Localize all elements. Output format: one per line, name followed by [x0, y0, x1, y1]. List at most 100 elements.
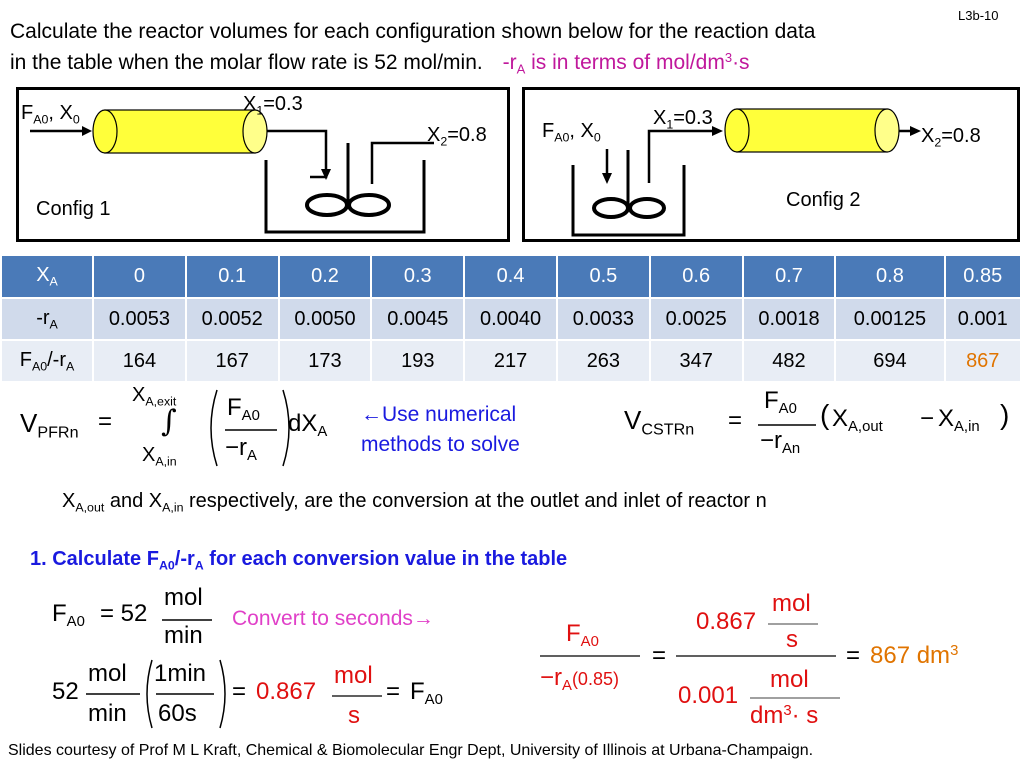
calc3-top-unit-num: mol	[772, 590, 811, 617]
conv-equals: =	[232, 678, 247, 705]
table-cell: 263	[555, 339, 651, 383]
conv-result-num: mol	[334, 662, 373, 689]
calc3-bottom-unit-num: mol	[770, 666, 809, 693]
calc3-bottom-value: 0.001	[678, 682, 739, 709]
config1-cstr-vessel	[264, 160, 426, 234]
conv-equals2: =	[386, 678, 401, 705]
table-cell: 0.8	[834, 254, 946, 299]
table-cell: 482	[741, 339, 837, 383]
numerical-methods-note-line2: methods to solve	[361, 433, 520, 456]
config1-agitator-blade-left	[305, 193, 349, 217]
config2-pfr-right-cap	[874, 108, 900, 153]
cstr-x-out: XA,out	[832, 405, 883, 436]
rate-data-table: XA 0 0.1 0.2 0.3 0.4 0.5 0.6 0.7 0.8 0.8…	[0, 254, 1022, 383]
config1-pfr-left-cap	[92, 109, 118, 154]
table-cell: 167	[184, 339, 280, 383]
table-cell: 193	[370, 339, 466, 383]
config2-feed-label: FA0, X0	[542, 120, 601, 145]
slide-number: L3b-10	[958, 8, 999, 23]
pfr-fraction-brackets	[210, 389, 290, 467]
table-cell: 0.7	[741, 254, 837, 299]
conv-result-bar	[332, 695, 382, 697]
table-cell: 0.00125	[834, 297, 946, 341]
calc3-bottom-unit-bar	[750, 697, 840, 699]
fa0-over-ra-calculation: FA0 −rA(0.85) = 0.867 mol s 0.001 mol dm…	[536, 588, 986, 738]
table-cell: 0.6	[648, 254, 744, 299]
config1-label: Config 1	[36, 198, 111, 220]
table-cell: 0.1	[184, 254, 280, 299]
config2-pfr-body	[736, 108, 888, 153]
table-cell: 0.85	[943, 254, 1022, 299]
intro-line2: in the table when the molar flow rate is…	[10, 50, 750, 77]
conversion-explanation: XA,out and XA,in respectively, are the c…	[62, 490, 767, 515]
table-cell: 694	[834, 339, 946, 383]
table-cell: 0.2	[277, 254, 373, 299]
conv-fa0: FA0	[410, 678, 443, 709]
convert-to-seconds-note: Convert to seconds→	[232, 607, 434, 630]
cstr-equals: =	[728, 407, 743, 434]
pfr-lower-limit: XA,in	[142, 444, 177, 469]
table-cell: 0.0018	[741, 297, 837, 341]
cstr-minus: −	[920, 405, 935, 432]
table-cell: 0.0052	[184, 297, 280, 341]
config2-drawing	[571, 108, 921, 237]
table-row-fa0-ra: FA0/-rA 164 167 173 193 217 263 347 482 …	[0, 339, 1022, 383]
table-cell: 0.0053	[92, 297, 187, 341]
unit-numerator: mol	[164, 584, 203, 611]
config2-agitator-blade-right	[628, 197, 666, 219]
table-row-xa: XA 0 0.1 0.2 0.3 0.4 0.5 0.6 0.7 0.8 0.8…	[0, 254, 1022, 299]
cstr-v-symbol: VCSTRn	[624, 405, 695, 439]
config2-x2-label: X2=0.8	[921, 125, 981, 150]
cstr-volume-equation: VCSTRn = FA0 −rAn ( XA,out − XA,in )	[624, 387, 1019, 467]
intro-line1: Calculate the reactor volumes for each c…	[10, 20, 816, 43]
pfr-upper-limit: XA,exit	[132, 384, 177, 409]
table-header-fa0-ra: FA0/-rA	[0, 339, 94, 383]
config2-connector-arrow	[647, 129, 718, 183]
table-cell: 0.0045	[370, 297, 466, 341]
conv-num1: mol	[88, 660, 127, 687]
footer-credit: Slides courtesy of Prof M L Kraft, Chemi…	[8, 742, 814, 759]
config2-cstr-vessel	[571, 165, 686, 237]
molar-flow-equation: FA0 = 52 mol min	[52, 582, 232, 652]
calc3-left-bar	[540, 655, 640, 657]
step1-heading: 1. Calculate FA0/-rA for each conversion…	[30, 548, 568, 573]
config2-x1-label: X1=0.3	[653, 107, 713, 132]
rate-unit-note: -rA is in terms of mol/dm3·s	[502, 50, 750, 77]
cstr-paren-close: )	[1000, 399, 1010, 430]
intro-line2-text: in the table when the molar flow rate is…	[10, 51, 483, 75]
table-cell: 164	[92, 339, 187, 383]
table-cell: 0.5	[555, 254, 651, 299]
table-cell: 173	[277, 339, 373, 383]
calc3-top-unit-den: s	[786, 626, 798, 653]
table-cell: 0.4	[463, 254, 558, 299]
config1-x1-label: X1=0.3	[243, 93, 303, 118]
table-cell: 0	[92, 254, 187, 299]
config2-agitator-blade-left	[592, 197, 630, 219]
calc3-result: 867 dm3	[870, 642, 959, 669]
calc3-denominator: −rA(0.85)	[540, 664, 619, 695]
cstr-fraction-bar	[758, 424, 816, 426]
calc3-top-unit-bar	[768, 623, 818, 625]
table-header-xa: XA	[0, 254, 94, 299]
pfr-denominator: −rA	[225, 434, 257, 465]
conv-den2: 60s	[158, 700, 197, 727]
table-cell: 347	[648, 339, 744, 383]
pfr-v-symbol: VPFRn	[20, 408, 79, 442]
table-cell: 0.3	[370, 254, 466, 299]
config2-label: Config 2	[786, 189, 861, 211]
conv-coefficient: 52	[52, 678, 79, 705]
pfr-dx: dXA	[288, 410, 328, 441]
table-row-ra: -rA 0.0053 0.0052 0.0050 0.0045 0.0040 0…	[0, 297, 1022, 341]
table-cell: 0.001	[943, 297, 1022, 341]
table-cell: 0.0033	[555, 297, 651, 341]
fa0-symbol: FA0	[52, 600, 85, 631]
table-cell: 0.0050	[277, 297, 373, 341]
conv-den1: min	[88, 700, 127, 727]
config1-outlet-arrow	[370, 141, 434, 184]
config1-drawing	[30, 109, 434, 234]
conv-result-value: 0.867	[256, 678, 317, 705]
config1-x2-label: X2=0.8	[427, 124, 487, 149]
unit-conversion-equation: 52 mol min 1min 60s = 0.867 mol s = FA0	[52, 656, 472, 732]
conv-num2: 1min	[154, 660, 207, 687]
fa0-value: = 52	[100, 600, 148, 627]
